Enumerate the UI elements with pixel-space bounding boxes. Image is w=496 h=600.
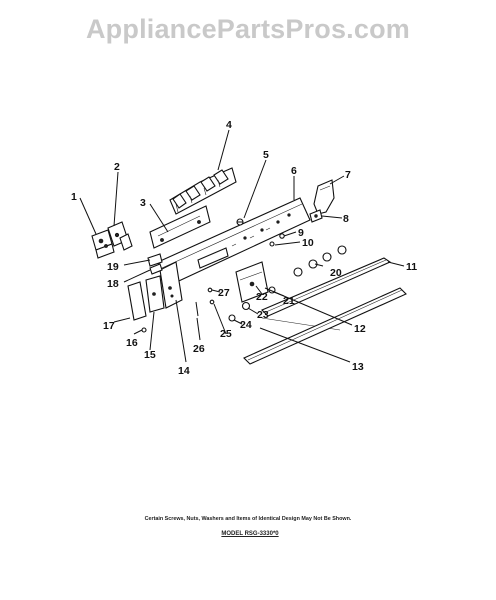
part-10-screw xyxy=(269,241,275,247)
part-19-clip xyxy=(147,253,163,267)
callout-26: 26 xyxy=(193,343,205,355)
callout-12: 12 xyxy=(354,323,366,335)
part-27-screw xyxy=(207,287,213,293)
part-7-bracket xyxy=(313,179,335,215)
part-3-bracket-plate xyxy=(149,205,211,249)
callout-22: 22 xyxy=(256,291,268,303)
callout-21: 21 xyxy=(283,295,295,307)
part-1-terminal-block xyxy=(91,229,115,259)
part-14-panel-face xyxy=(159,261,183,309)
part-15-side-bracket xyxy=(145,275,165,313)
callout-4: 4 xyxy=(226,119,232,131)
callout-23: 23 xyxy=(257,309,269,321)
callout-6: 6 xyxy=(291,165,297,177)
callout-labels: 1 2 3 4 5 6 7 8 9 10 11 12 13 14 15 16 1… xyxy=(71,119,417,377)
part-18-clip xyxy=(149,263,163,275)
part-8-clip xyxy=(309,209,323,223)
part-9-screw xyxy=(279,233,285,239)
callout-25: 25 xyxy=(220,328,232,340)
callout-24: 24 xyxy=(240,319,252,331)
footnote: Certain Screws, Nuts, Washers and Items … xyxy=(144,516,352,522)
callout-3: 3 xyxy=(140,197,146,209)
callout-14: 14 xyxy=(178,365,190,377)
callout-7: 7 xyxy=(345,169,351,181)
callout-2: 2 xyxy=(114,161,120,173)
callout-1: 1 xyxy=(71,191,77,203)
callout-27: 27 xyxy=(218,287,230,299)
callout-11: 11 xyxy=(406,261,417,273)
callout-5: 5 xyxy=(263,149,269,161)
part-16-screw xyxy=(141,327,147,333)
part-13-lower-trim xyxy=(243,287,407,365)
leader-lines xyxy=(79,129,405,363)
callout-19: 19 xyxy=(107,261,119,273)
part-5-screw xyxy=(236,218,244,226)
part-20-knob-row xyxy=(293,245,347,277)
part-2-bracket xyxy=(107,221,133,251)
callout-13: 13 xyxy=(352,361,364,373)
callout-15: 15 xyxy=(144,349,156,361)
part-24-nut xyxy=(228,314,236,322)
part-23-washer xyxy=(241,301,251,311)
part-17-side-bracket xyxy=(127,281,147,321)
callout-10: 10 xyxy=(302,237,314,249)
callout-20: 20 xyxy=(330,267,342,279)
part-6-control-panel xyxy=(157,197,311,287)
callout-16: 16 xyxy=(126,337,138,349)
callout-18: 18 xyxy=(107,278,119,290)
part-4-switch-cluster xyxy=(169,167,237,215)
model-number: MODEL RSG-3330*0 xyxy=(221,531,279,537)
watermark: AppliancePartsPros.com xyxy=(85,14,410,44)
callout-17: 17 xyxy=(103,320,115,332)
part-25-screw xyxy=(209,299,215,305)
callout-9: 9 xyxy=(298,227,304,239)
callout-8: 8 xyxy=(343,213,349,225)
part-26-pin xyxy=(195,301,199,317)
